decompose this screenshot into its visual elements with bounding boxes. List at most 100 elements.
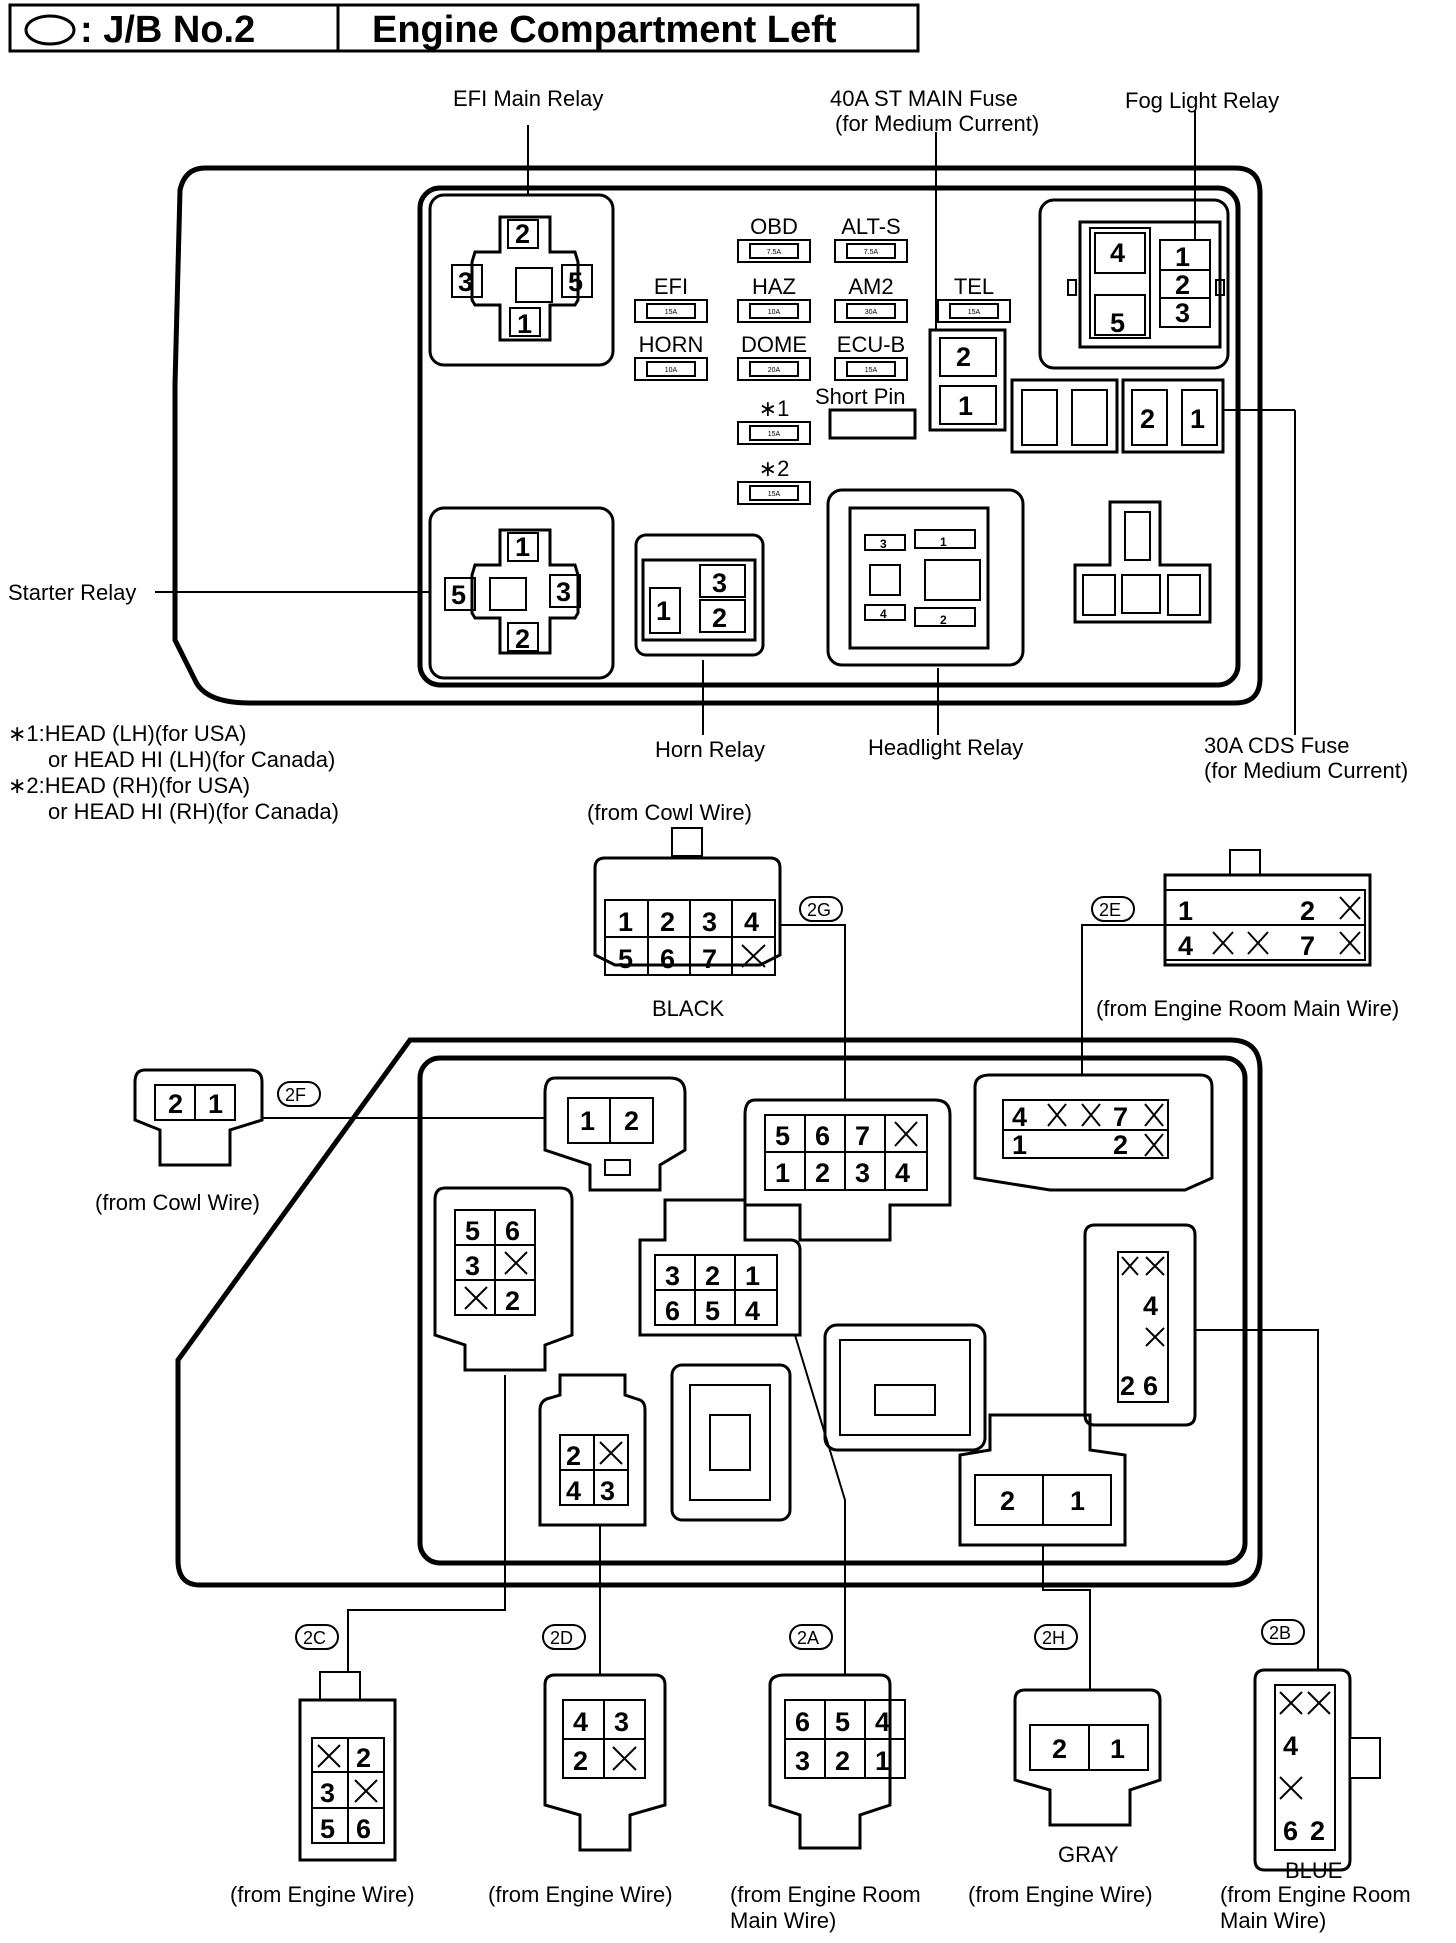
svg-text:2: 2 — [705, 1261, 720, 1291]
svg-text:3: 3 — [1175, 298, 1190, 328]
svg-text:3: 3 — [702, 907, 717, 937]
fuse-rating: 15A — [665, 309, 678, 316]
svg-text:4: 4 — [880, 607, 887, 621]
starter-relay: 1 5 3 2 — [428, 506, 615, 680]
svg-text:4: 4 — [744, 907, 759, 937]
tag-2h: 2H — [1042, 1628, 1065, 1648]
svg-text:5: 5 — [835, 1707, 850, 1737]
svg-text:4: 4 — [875, 1707, 890, 1737]
svg-text:4: 4 — [745, 1296, 760, 1326]
svg-text:6: 6 — [665, 1296, 680, 1326]
tag-2f: 2F — [285, 1085, 306, 1105]
fuse-name: ALT-S — [841, 214, 901, 239]
footnote-1-alt: or HEAD HI (LH)(for Canada) — [48, 747, 335, 772]
svg-text:4: 4 — [895, 1158, 910, 1188]
socket-2h: 2 1 — [958, 1413, 1127, 1547]
svg-text:2: 2 — [515, 624, 530, 654]
svg-text:4: 4 — [1143, 1291, 1158, 1321]
svg-text:1: 1 — [940, 535, 947, 549]
connector-2e-source: (from Engine Room Main Wire) — [1096, 996, 1399, 1021]
svg-text:4: 4 — [1178, 931, 1193, 961]
svg-text:5: 5 — [568, 267, 583, 297]
svg-text:3: 3 — [320, 1778, 335, 1808]
cds-fuse-sublabel: (for Medium Current) — [1204, 758, 1408, 783]
svg-text:5: 5 — [618, 944, 633, 974]
fuse-name: HAZ — [752, 274, 796, 299]
fog-light-relay: 4 5 1 2 3 — [1038, 198, 1230, 370]
fuse-element — [749, 425, 799, 441]
connector-tags: 2G 2E 2F 2C 2D 2A 2H 2B — [277, 896, 1305, 1650]
svg-text:6: 6 — [795, 1707, 810, 1737]
svg-text:2: 2 — [573, 1746, 588, 1776]
fuse-body — [634, 299, 708, 323]
short-pin: Short Pin — [815, 384, 917, 440]
connector-2d: 4 3 2 (from Engine Wire) — [488, 1673, 673, 1907]
svg-text:2: 2 — [660, 907, 675, 937]
footnote-1: ∗1:HEAD (LH)(for USA) — [8, 721, 246, 746]
svg-text:3: 3 — [600, 1476, 615, 1506]
svg-text:1: 1 — [745, 1261, 760, 1291]
fuse-element — [646, 361, 696, 377]
svg-text:1: 1 — [618, 907, 633, 937]
svg-text:2: 2 — [624, 1106, 639, 1136]
connector-2b-source-1: (from Engine Room — [1220, 1882, 1411, 1907]
lower-block-outline — [175, 1037, 1263, 1588]
fuse-body — [737, 357, 811, 381]
tag-2b: 2B — [1269, 1623, 1291, 1643]
socket-2f: 1 2 — [543, 1076, 687, 1192]
page-title: Engine Compartment Left — [372, 9, 837, 51]
fuse: EFI 15A — [634, 274, 708, 323]
svg-text:3: 3 — [665, 1261, 680, 1291]
svg-text:1: 1 — [580, 1106, 595, 1136]
headlight-relay: 3 1 4 2 — [826, 488, 1025, 667]
svg-text:2: 2 — [566, 1441, 581, 1471]
header: : J/B No.2 Engine Compartment Left — [8, 3, 920, 53]
lower-leader-lines — [262, 924, 1319, 1690]
svg-text:5: 5 — [451, 580, 466, 610]
fuse-body — [737, 481, 811, 505]
fuse-rating: 10A — [768, 309, 781, 316]
socket-2a: 3 2 1 6 5 4 — [638, 1198, 802, 1337]
socket-blank-right — [823, 1323, 987, 1452]
cds-fuse-label: 30A CDS Fuse — [1204, 733, 1350, 758]
fuse: HAZ 10A — [737, 274, 811, 323]
svg-text:1: 1 — [1190, 404, 1205, 434]
tag-2e: 2E — [1099, 900, 1121, 920]
svg-text:3: 3 — [614, 1707, 629, 1737]
fuse-rating: 7.5A — [767, 249, 782, 256]
header-code: : J/B No.2 — [80, 9, 255, 51]
svg-text:7: 7 — [855, 1121, 870, 1151]
svg-text:7: 7 — [1300, 931, 1315, 961]
fuse-name: ∗1 — [759, 396, 790, 421]
svg-text:6: 6 — [1143, 1371, 1158, 1401]
socket-2d: 2 4 3 — [538, 1373, 647, 1527]
connector-2e: 1 2 4 7 (from Engine Room Main Wire) — [1096, 849, 1399, 1021]
svg-text:1: 1 — [1012, 1130, 1027, 1160]
fuse-name: EFI — [654, 274, 688, 299]
horn-relay-label: Horn Relay — [655, 737, 765, 762]
svg-text:5: 5 — [320, 1814, 335, 1844]
tag-2c: 2C — [303, 1628, 326, 1648]
svg-text:2: 2 — [1052, 1734, 1067, 1764]
connector-2a-source-2: Main Wire) — [730, 1908, 836, 1933]
connector-2b: 4 6 2 BLUE (from Engine Room Main Wire) — [1220, 1668, 1411, 1933]
svg-text:3: 3 — [855, 1158, 870, 1188]
fuse-element — [846, 303, 896, 319]
svg-text:2: 2 — [1120, 1371, 1135, 1401]
fuse-name: ∗2 — [759, 456, 790, 481]
fuse-name: TEL — [954, 274, 994, 299]
svg-text:1: 1 — [208, 1089, 223, 1119]
svg-text:5: 5 — [705, 1296, 720, 1326]
svg-text:6: 6 — [505, 1216, 520, 1246]
fuse-rating: 7.5A — [864, 249, 879, 256]
fuse-rating: 20A — [768, 367, 781, 374]
svg-text:2: 2 — [168, 1089, 183, 1119]
fuse-body — [834, 357, 908, 381]
fuse-rating: 30A — [865, 309, 878, 316]
svg-text:3: 3 — [465, 1251, 480, 1281]
fuse-element — [846, 243, 896, 259]
fuse-element — [749, 361, 799, 377]
